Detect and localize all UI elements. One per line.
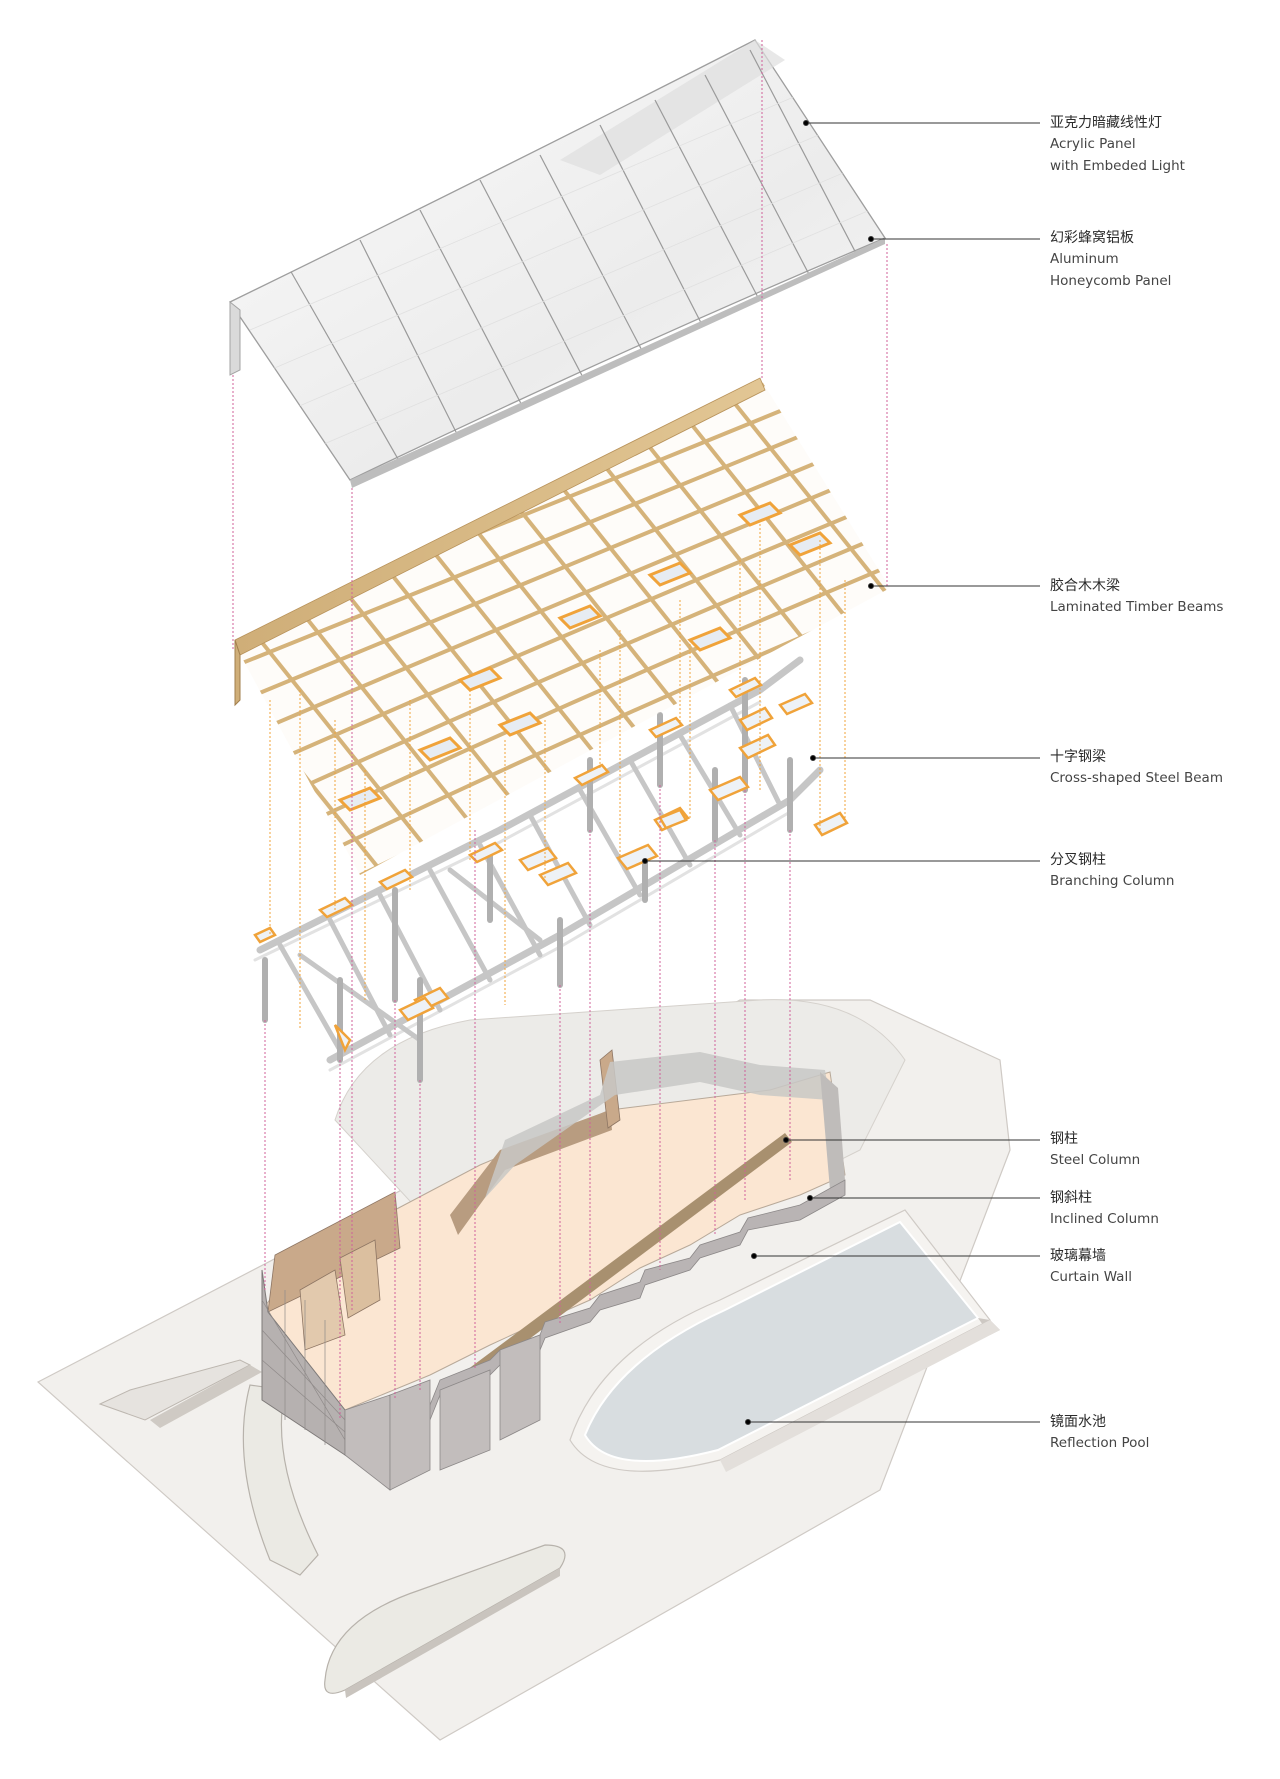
planter-curved bbox=[242, 1384, 319, 1576]
label-steel-column: 钢柱 Steel Column bbox=[1050, 1131, 1141, 1168]
projection-lines-orange bbox=[269, 520, 846, 1030]
label-aluminum-honeycomb-panel: 幻彩蜂窝铝板 Aluminum Honeycomb Panel bbox=[1050, 230, 1172, 289]
roof-acrylic-panel bbox=[229, 39, 886, 488]
label-branching-column: 分叉钢柱 Branching Column bbox=[1050, 852, 1175, 889]
ground-floor-plan bbox=[261, 1049, 846, 1491]
label-inclined-column: 钢斜柱 Inclined Column bbox=[1050, 1190, 1159, 1227]
reflection-pool bbox=[569, 1209, 1000, 1472]
planter-oval bbox=[324, 1544, 566, 1694]
label-reflection-pool: 镜面水池 Reflection Pool bbox=[1050, 1414, 1150, 1451]
label-acrylic-panel: 亚克力暗藏线性灯 Acrylic Panel with Embeded Ligh… bbox=[1050, 115, 1185, 174]
projection-lines-magenta bbox=[232, 40, 888, 1420]
skylight-frames bbox=[253, 676, 849, 1054]
label-cross-shaped-steel-beam: 十字钢梁 Cross-shaped Steel Beam bbox=[1050, 749, 1223, 786]
label-laminated-timber-beams: 胶合木木梁 Laminated Timber Beams bbox=[1050, 578, 1224, 615]
label-curtain-wall: 玻璃幕墙 Curtain Wall bbox=[1050, 1248, 1132, 1285]
laminated-timber-grid bbox=[234, 377, 890, 875]
leader-lines bbox=[642, 120, 1040, 1425]
